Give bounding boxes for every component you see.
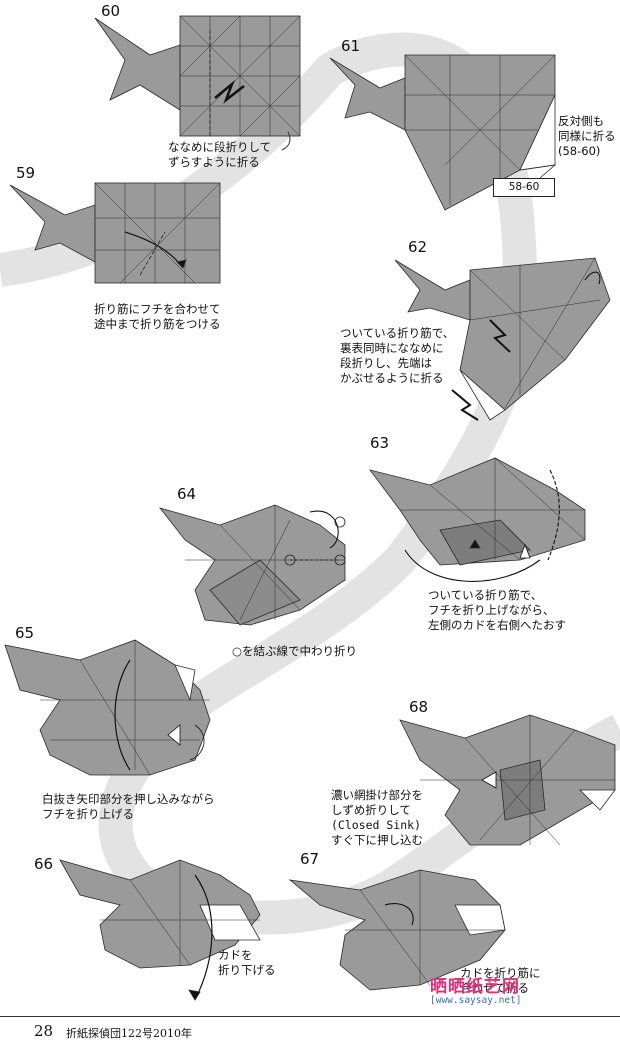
step-67-number: 67: [300, 850, 320, 868]
step-63-number: 63: [370, 434, 390, 452]
step-59-number: 59: [16, 164, 36, 182]
site-watermark: 晒晒纸艺网 [www.saysay.net]: [430, 972, 580, 1012]
step-62-caption: ついている折り筋で、裏表同時にななめに段折りし、先端はかぶせるように折る: [340, 326, 455, 385]
step-66-caption: カドを折り下げる: [218, 948, 276, 977]
step-61-number: 61: [341, 37, 361, 55]
step-64-number: 64: [177, 485, 197, 503]
step-65-caption: 白抜き矢印部分を押し込みながらフチを折り上げる: [42, 792, 215, 821]
step-68-caption: 濃い網掛け部分をしずめ折りして(Closed Sink)すぐ下に押し込む: [331, 788, 423, 847]
watermark-url: [www.saysay.net]: [430, 995, 522, 1006]
step-68-number: 68: [409, 698, 429, 716]
step-63-caption: ついている折り筋で、フチを折り上げながら、左側のカドを右側へたおす: [428, 588, 566, 632]
watermark-title: 晒晒纸艺网: [430, 977, 520, 997]
step-63-model: [369, 457, 586, 582]
step-60-model: [94, 15, 301, 151]
step-61-model: [329, 54, 557, 211]
step-67-caption: カドを折り筋に合わせて折る: [460, 966, 541, 995]
step-68-model: [399, 714, 616, 846]
background-swirl: [0, 32, 620, 935]
step-67-model: [288, 869, 506, 991]
step-64-model: [158, 504, 346, 626]
step-62-number: 62: [408, 238, 428, 256]
step-59-model: [9, 182, 221, 284]
publication-title: 折紙探偵団122号2010年: [66, 1027, 192, 1040]
step-61-reference-label: 58-60: [493, 178, 555, 197]
step-59-caption: 折り筋にフチを合わせて途中まで折り筋をつける: [94, 302, 221, 331]
footer-divider: [0, 1016, 620, 1017]
step-65-number: 65: [15, 624, 35, 642]
page-number: 28: [34, 1022, 54, 1040]
step-65-model: [4, 639, 211, 776]
step-62-model: [394, 257, 611, 421]
step-60-number: 60: [101, 2, 121, 20]
step-61-caption: 反対側も同様に折る(58-60): [558, 114, 616, 158]
step-66-number: 66: [34, 855, 54, 873]
step-66-model: [59, 859, 261, 1001]
step-60-caption: ななめに段折りしてずらすように折る: [168, 140, 272, 169]
step-64-caption: ○を結ぶ線で中わり折り: [232, 644, 358, 658]
